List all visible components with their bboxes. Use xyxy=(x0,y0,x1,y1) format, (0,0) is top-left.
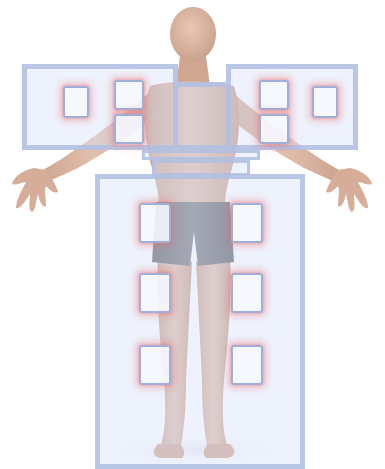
pad-right-upper-arm-bottom[interactable] xyxy=(259,114,289,144)
lower-body-panel xyxy=(95,174,305,469)
pad-left-upper-arm-top[interactable] xyxy=(114,80,144,110)
pad-left-forearm[interactable] xyxy=(63,86,89,118)
head xyxy=(170,7,216,61)
pad-right-thigh[interactable] xyxy=(231,203,263,243)
upper-body-panel xyxy=(22,64,178,150)
pad-left-upper-arm-bottom[interactable] xyxy=(114,114,144,144)
pad-left-thigh[interactable] xyxy=(139,203,171,243)
upper-body-panel-center xyxy=(178,82,226,150)
upper-body-panel-right xyxy=(226,64,358,150)
pad-right-forearm[interactable] xyxy=(312,86,338,118)
pad-right-shin[interactable] xyxy=(231,345,263,385)
pad-left-shin[interactable] xyxy=(139,345,171,385)
pad-right-knee[interactable] xyxy=(231,273,263,313)
pad-right-upper-arm-top[interactable] xyxy=(259,80,289,110)
pad-left-knee[interactable] xyxy=(139,273,171,313)
torso-connector xyxy=(142,150,260,160)
